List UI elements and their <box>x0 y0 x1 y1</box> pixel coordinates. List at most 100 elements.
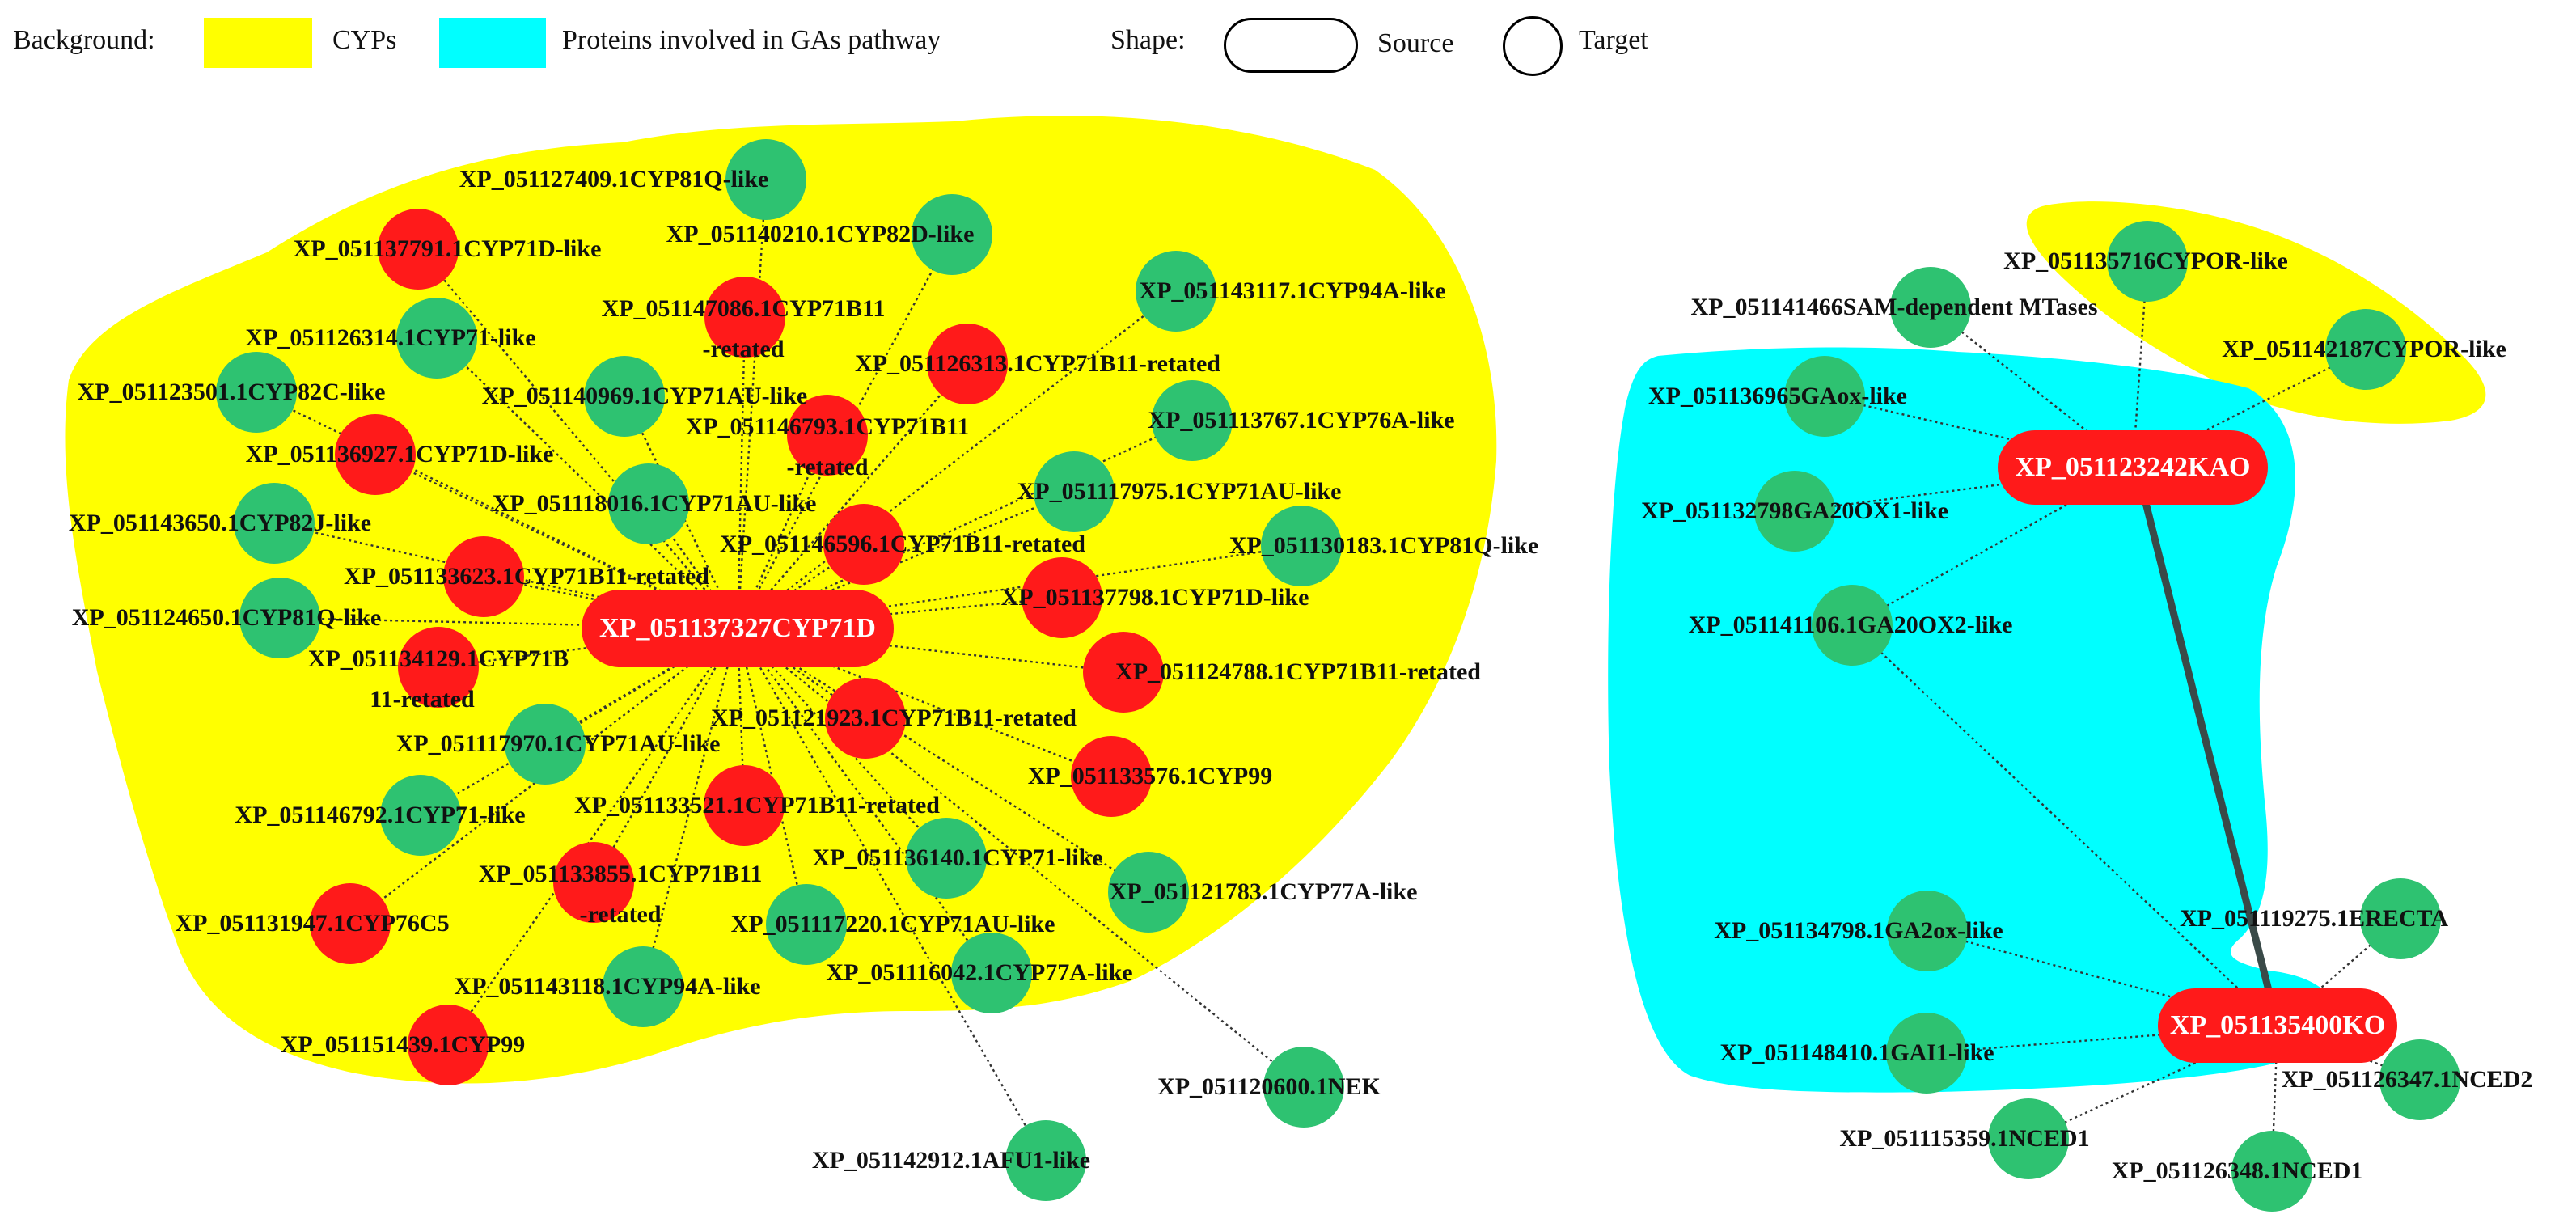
node-r09[interactable] <box>1886 1013 1967 1094</box>
node-r08[interactable] <box>1887 891 1968 971</box>
node-n30[interactable] <box>1108 852 1189 933</box>
node-r10[interactable] <box>2379 1039 2460 1120</box>
label-r05: XP_051132798GA20OX1-like <box>1641 497 1948 524</box>
nodes: XP_051137327CYP71D XP_051123242KAO XP_0511… <box>69 139 2532 1212</box>
node-n16[interactable] <box>823 504 904 585</box>
hub-ko-label: XP_051135400KO <box>2170 1010 2385 1040</box>
label-r02: XP_051141466SAM-dependent MTases <box>1690 294 2097 320</box>
node-n04[interactable] <box>704 277 785 358</box>
edge-n03 <box>736 234 954 629</box>
label-n22: XP_051124788.1CYP71B11-retated <box>1115 658 1481 685</box>
legend-cyps-swatch <box>204 18 312 68</box>
node-n05[interactable] <box>1136 251 1216 332</box>
hub-cyp71d[interactable]: XP_051137327CYP71D <box>582 590 894 667</box>
edge-n07 <box>737 363 968 629</box>
legend-source-label: Source <box>1377 28 1454 58</box>
edge-n18 <box>483 575 738 630</box>
edge-n01 <box>736 179 768 629</box>
node-n32[interactable] <box>766 884 847 965</box>
label-r06: XP_051141106.1GA20OX2-like <box>1689 611 2013 638</box>
node-r06[interactable] <box>1812 585 1893 666</box>
label-r03: XP_051142187CYPOR-like <box>2222 336 2506 362</box>
legend-target-shape <box>1503 16 1563 76</box>
node-n02[interactable] <box>378 209 459 290</box>
label-n26: XP_051146792.1CYP71-like <box>235 802 525 828</box>
node-n34[interactable] <box>951 933 1032 1013</box>
label-n12: XP_051136927.1CYP71D-like <box>246 441 554 468</box>
node-n08[interactable] <box>216 352 297 433</box>
node-r11[interactable] <box>1988 1098 2069 1179</box>
node-n11[interactable] <box>1152 380 1233 461</box>
legend-ga-label: Proteins involved in GAs pathway <box>562 25 941 55</box>
node-n19[interactable] <box>1022 557 1102 638</box>
node-n27[interactable] <box>704 765 785 846</box>
label-n05: XP_051143117.1CYP94A-like <box>1139 277 1445 304</box>
edge-n12 <box>374 453 738 630</box>
node-r05[interactable] <box>1754 471 1835 552</box>
hub-cyp71d-shape <box>582 590 894 667</box>
node-n31[interactable] <box>310 883 391 964</box>
hub-kao[interactable]: XP_051123242KAO <box>1998 430 2268 505</box>
legend-cyps-label: CYPs <box>332 25 397 55</box>
node-n15[interactable] <box>234 483 315 564</box>
edge-r09-XP_051135400KO <box>1926 1024 2278 1055</box>
node-n28[interactable] <box>906 818 987 899</box>
node-n17[interactable] <box>1261 506 1342 586</box>
node-r04[interactable] <box>1784 356 1865 437</box>
node-n01[interactable] <box>725 139 806 220</box>
edge-n11 <box>737 419 1193 630</box>
edge-n17 <box>737 544 1302 630</box>
legend-source-shape <box>1224 18 1358 73</box>
node-n23[interactable] <box>825 678 906 759</box>
node-n13[interactable] <box>608 463 689 544</box>
node-n21[interactable] <box>398 627 479 708</box>
node-r12[interactable] <box>2231 1131 2312 1212</box>
node-n24[interactable] <box>505 704 586 785</box>
node-n07[interactable] <box>927 324 1008 404</box>
label-n32: XP_051117220.1CYP71AU-like <box>731 911 1055 937</box>
label-n04: XP_051147086.1CYP71B11 <box>602 295 886 322</box>
node-n37[interactable] <box>1005 1120 1086 1201</box>
label-n09: XP_051140969.1CYP71AU-like <box>482 383 807 409</box>
edge-kao-ko <box>2133 466 2282 1027</box>
label-n31: XP_051131947.1CYP76C5 <box>175 910 449 937</box>
node-n10[interactable] <box>787 395 868 476</box>
node-n26[interactable] <box>380 775 461 856</box>
label-n36: XP_051120600.1NEK <box>1157 1073 1381 1100</box>
label2-n29: -retated <box>579 901 661 928</box>
edge-n34 <box>737 628 992 974</box>
node-n22[interactable] <box>1083 632 1164 713</box>
node-n18[interactable] <box>443 536 524 617</box>
label-n06: XP_051126314.1CYP71-like <box>245 324 535 351</box>
node-n29[interactable] <box>553 842 634 923</box>
label-n01: XP_051127409.1CYP81Q-like <box>459 166 769 193</box>
legend-target-label: Target <box>1579 25 1648 55</box>
label-n28: XP_051136140.1CYP71-like <box>812 844 1102 871</box>
node-n35[interactable] <box>408 1005 489 1085</box>
label-n13: XP_051118016.1CYP71AU-like <box>493 490 817 517</box>
node-r03[interactable] <box>2325 309 2406 390</box>
label-n33: XP_051143118.1CYP94A-like <box>454 973 760 1000</box>
hub-ko[interactable]: XP_051135400KO <box>2158 988 2397 1063</box>
node-n03[interactable] <box>912 194 992 275</box>
edge-r07-XP_051135400KO <box>2277 918 2401 1026</box>
node-n06[interactable] <box>396 298 477 379</box>
node-r01[interactable] <box>2107 221 2188 302</box>
node-n12[interactable] <box>335 414 416 495</box>
legend-shape-label: Shape: <box>1110 25 1186 55</box>
node-n36[interactable] <box>1263 1047 1344 1128</box>
node-n25[interactable] <box>1071 736 1152 817</box>
edge-n37 <box>736 628 1047 1161</box>
node-n14[interactable] <box>1034 451 1115 532</box>
label-n02: XP_051137791.1CYP71D-like <box>294 235 602 262</box>
node-n09[interactable] <box>584 356 665 437</box>
label-r08: XP_051134798.1GA2ox-like <box>1714 917 2003 944</box>
node-r02[interactable] <box>1890 267 1971 348</box>
label-n27: XP_051133521.1CYP71B11-retated <box>574 792 940 819</box>
edge-n06 <box>436 337 738 629</box>
node-n20[interactable] <box>239 578 320 658</box>
label-n17: XP_051130183.1CYP81Q-like <box>1229 532 1539 559</box>
node-r07[interactable] <box>2360 878 2441 959</box>
label-n20: XP_051124650.1CYP81Q-like <box>72 604 382 631</box>
node-n33[interactable] <box>603 946 683 1027</box>
